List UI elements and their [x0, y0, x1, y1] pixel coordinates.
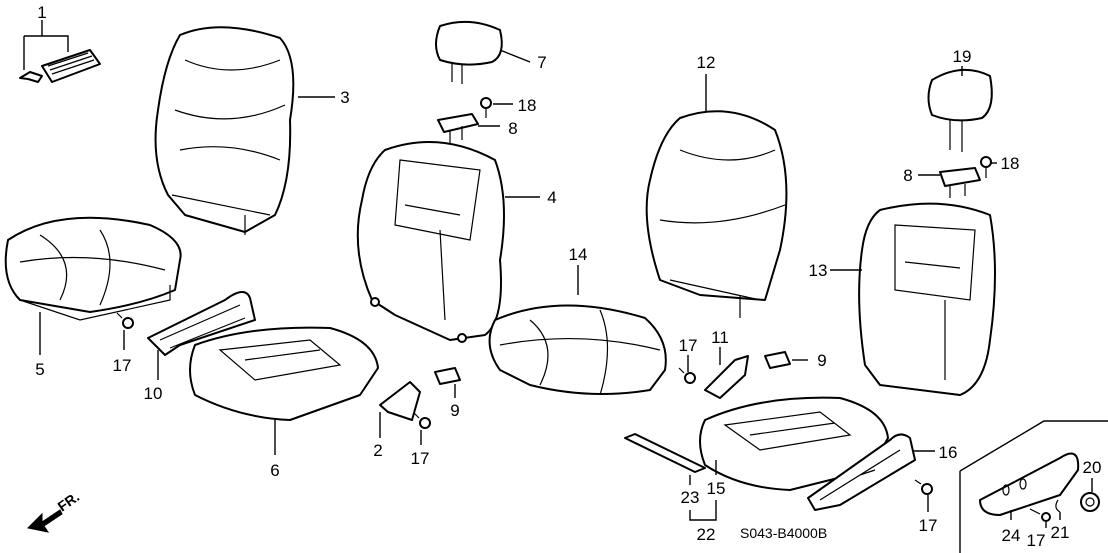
callout-18: 18: [518, 96, 537, 115]
part-15-seat-pad: [699, 396, 889, 491]
part-19-headrest: [927, 66, 993, 152]
part-13-seatback-pad: [830, 202, 996, 396]
front-direction-arrow: [26, 509, 63, 533]
part-8-headrest-guide: [918, 167, 981, 198]
callout-8: 8: [903, 166, 912, 185]
callout-5: 5: [35, 360, 44, 379]
callout-15: 15: [707, 479, 726, 498]
callout-1: 1: [37, 3, 46, 22]
callout-14: 14: [569, 245, 588, 264]
part-9-cap: [764, 351, 808, 369]
callout-9: 9: [817, 351, 826, 370]
callout-17: 17: [679, 336, 698, 355]
callout-9: 9: [450, 401, 459, 420]
part-18-bolt: [980, 156, 997, 178]
part-1-clip-set: [19, 20, 101, 83]
callout-7: 7: [537, 53, 546, 72]
callout-17: 17: [411, 449, 430, 468]
callout-2: 2: [373, 441, 382, 460]
part-6-seat-pad: [189, 326, 379, 455]
part-17-screw: [413, 412, 431, 445]
callout-23: 23: [681, 488, 700, 507]
callout-4: 4: [547, 188, 556, 207]
part-8-headrest-guide: [437, 113, 500, 143]
callout-8: 8: [508, 119, 517, 138]
callout-10: 10: [144, 384, 163, 403]
part-14-seat-cover: [488, 265, 667, 396]
part-17-screw: [678, 355, 696, 384]
callout-12: 12: [697, 53, 716, 72]
diagram-code: S043-B4000B: [740, 525, 827, 541]
callout-21: 21: [1051, 523, 1070, 542]
callout-6: 6: [270, 461, 279, 480]
callout-3: 3: [340, 88, 349, 107]
part-17-screw: [914, 479, 933, 512]
callout-22: 22: [697, 525, 716, 544]
part-18-bolt: [480, 97, 513, 118]
part-11-bracket: [704, 347, 749, 399]
part-4-seatback-pad: [356, 141, 540, 343]
part-3-seatback-cover: [154, 26, 335, 235]
part-23-wire: [624, 433, 717, 521]
callout-13: 13: [809, 261, 828, 280]
callout-24: 24: [1002, 526, 1021, 545]
part-5-seat-cover: [4, 216, 182, 355]
part-9-cap: [434, 367, 461, 398]
callout-17: 17: [113, 356, 132, 375]
part-7-headrest: [435, 20, 531, 84]
callout-11: 11: [711, 328, 729, 347]
callout-17: 17: [1027, 531, 1046, 550]
part-17-screw: [116, 312, 134, 350]
callout-20: 20: [1083, 458, 1102, 477]
part-12-seatback-cover: [645, 74, 788, 318]
inset-recliner-detail: [959, 420, 1108, 553]
part-10-side-cover: [147, 291, 256, 380]
callout-18: 18: [1001, 154, 1020, 173]
callout-19: 19: [953, 47, 972, 66]
part-16-side-cover: [807, 433, 935, 511]
callout-16: 16: [939, 443, 958, 462]
callout-17: 17: [919, 516, 938, 535]
part-2-bracket: [379, 381, 421, 438]
